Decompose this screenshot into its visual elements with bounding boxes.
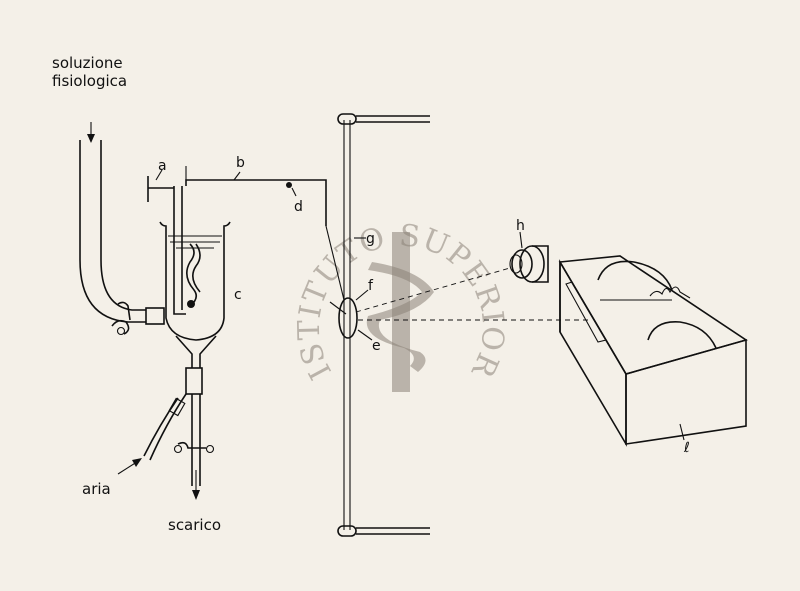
physiological-solution-tube [79,122,146,323]
lamp-h [509,231,549,283]
organ-bath [159,221,231,368]
label-solution-line1: soluzione [52,54,123,72]
mirror-assembly [325,113,430,537]
label-scarico: scarico [168,516,221,534]
label-b: b [236,155,245,171]
inlet-clamp [111,301,165,336]
labels: soluzione fisiologica a b c d e f g h ℓ … [52,54,690,534]
tissue-holder [173,186,201,315]
label-g: g [366,231,375,247]
label-l: ℓ [683,440,690,456]
lever-b [185,166,327,226]
label-aria: aria [82,480,111,498]
label-a: a [158,158,167,174]
label-c: c [234,287,242,303]
air-tube [117,393,187,475]
light-rays [355,267,590,321]
label-solution-line2: fisiologica [52,72,127,90]
label-h: h [516,218,525,234]
label-f: f [368,278,374,294]
label-d: d [294,199,303,215]
outflow-tube [173,367,215,500]
label-e: e [372,338,381,354]
caduceus-emblem [366,232,434,392]
support-a [147,169,174,202]
recorder-box-l [558,255,748,447]
